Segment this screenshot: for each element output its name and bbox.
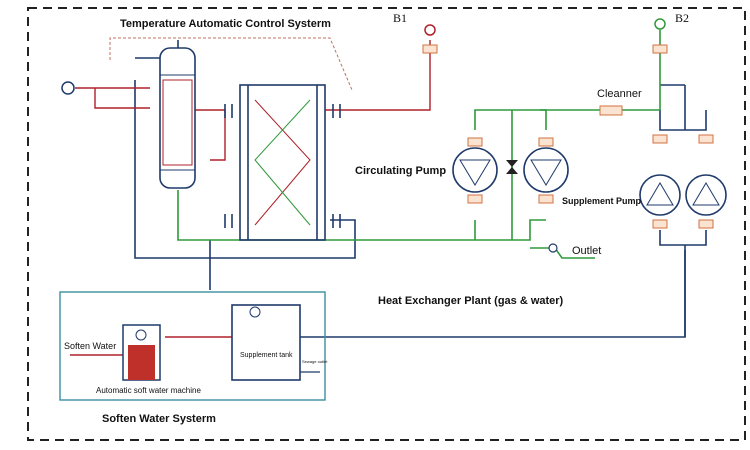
outlet-icon	[548, 243, 558, 253]
supplement-pump-1	[639, 174, 681, 216]
soft-water-machine-resin	[128, 345, 155, 380]
control-signal-line	[109, 37, 353, 91]
plant-boundary	[27, 7, 746, 441]
plate-heat-exchanger	[224, 84, 341, 241]
soften-water-label: Soften Water	[64, 341, 116, 351]
green-pipework	[177, 30, 661, 259]
circulating-pump-label: Circulating Pump	[355, 165, 446, 177]
tank-float-icon	[249, 306, 261, 318]
red-pipework	[70, 40, 431, 356]
cleanner-label: Cleanner	[597, 88, 642, 100]
plant-label: Heat Exchanger Plant (gas & water)	[378, 295, 564, 307]
control-system-label: Temperature Automatic Control Systerm	[120, 18, 331, 30]
gas-heater-column	[159, 47, 196, 189]
soften-system-label: Soften Water Systerm	[102, 413, 216, 425]
flow-valves	[422, 44, 714, 229]
inlet-icon	[61, 81, 75, 95]
supplement-pump-2	[685, 174, 727, 216]
soften-water-system-box	[59, 291, 326, 401]
b2-gauge-icon	[654, 18, 666, 30]
check-valve-icon	[506, 160, 518, 174]
sewage-outlet-label: Sewage outlet	[302, 359, 328, 364]
soft-water-machine-label: Automatic soft water machine	[96, 386, 201, 395]
outlet-label: Outlet	[572, 245, 601, 257]
soft-water-machine-gauge	[135, 329, 147, 341]
supplement-tank-label: Supplement tank	[240, 352, 293, 359]
b1-label: B1	[393, 11, 407, 25]
supplement-pump-label: Supplement Pump	[562, 196, 642, 206]
b2-label: B2	[675, 11, 689, 25]
b1-gauge-icon	[424, 24, 436, 36]
supplement-tank	[231, 304, 301, 381]
circulating-pump-2	[523, 147, 569, 193]
circulating-pump-1	[452, 147, 498, 193]
